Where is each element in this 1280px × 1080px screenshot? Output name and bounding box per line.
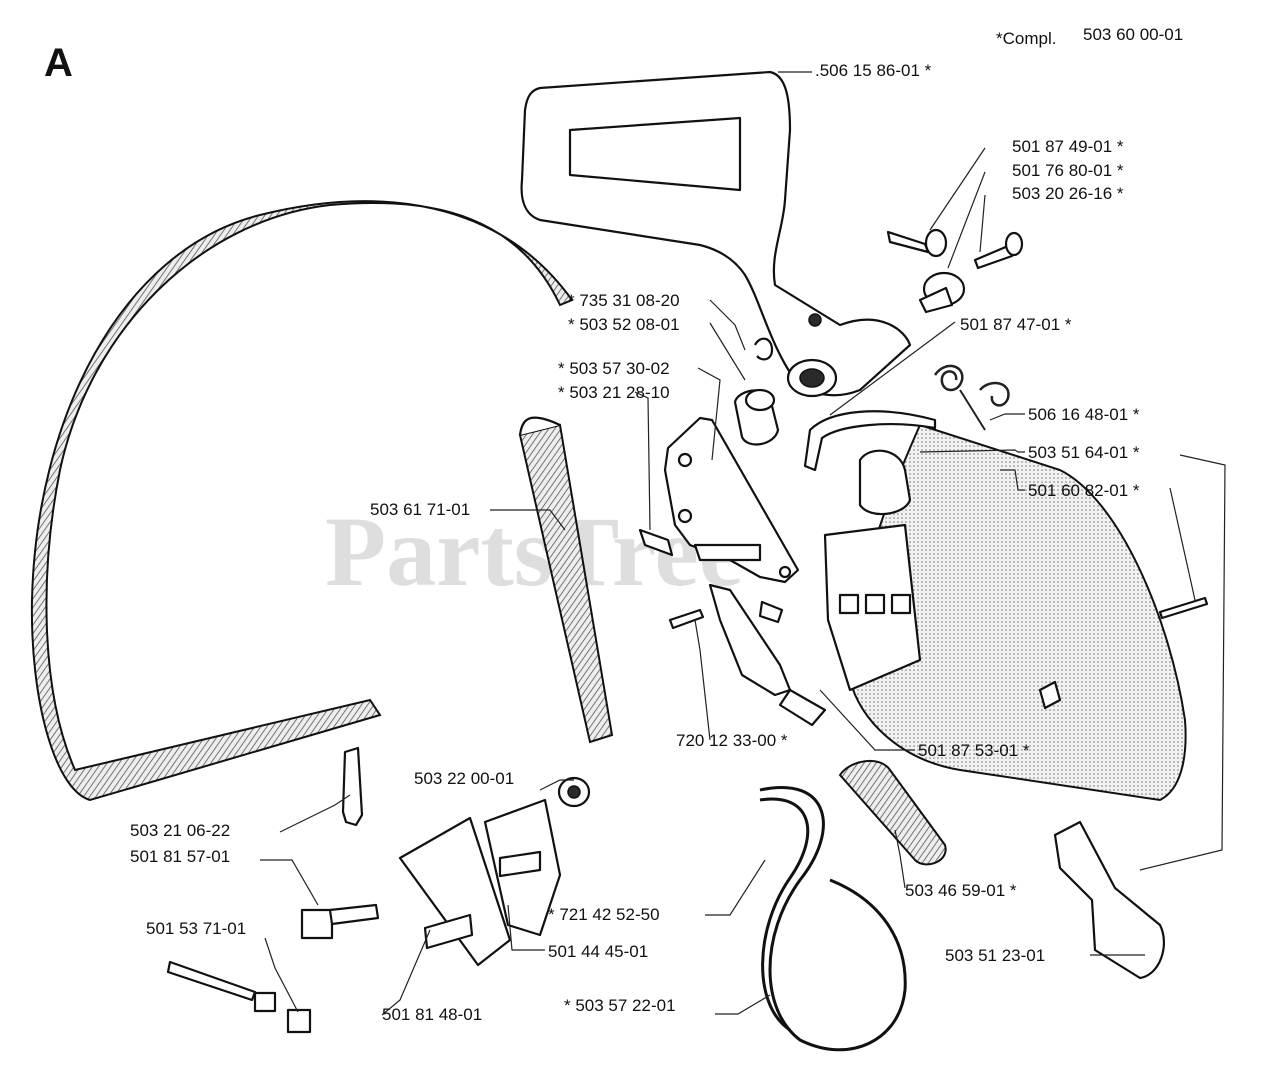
label-brake-band: * 503 57 22-01 (564, 996, 676, 1015)
knob-circlip (733, 337, 780, 446)
complete-assembly-number: 503 60 00-01 (1083, 25, 1183, 44)
pin-b-shape (668, 608, 705, 630)
label-bolt-a: 501 87 49-01 * (1012, 137, 1124, 156)
spring-b-shape (838, 759, 947, 866)
brake-housing (823, 423, 1187, 802)
tensioner-shape (300, 903, 380, 940)
label-plate: * 503 57 30-02 (558, 359, 670, 378)
label-circlip: * 735 31 08-20 (568, 291, 680, 310)
front-handle-bar (30, 200, 614, 802)
label-brake-cover: 503 51 64-01 * (1028, 443, 1140, 462)
label-spring-a: 506 16 48-01 * (1028, 405, 1140, 424)
screw-c-shape (341, 746, 364, 827)
section-letter: A (44, 41, 73, 85)
label-knob: * 503 52 08-01 (568, 315, 680, 334)
plate (663, 416, 800, 584)
label-bar-plate-mid: 501 44 45-01 (548, 942, 648, 961)
label-screw-b: * 503 21 28-10 (558, 383, 670, 402)
label-bar-plate-outer: 501 81 48-01 (382, 1005, 482, 1024)
spring-a-shape (933, 364, 1010, 431)
label-rear-handle: .506 15 86-01 * (815, 61, 932, 80)
label-pin-b: 720 12 33-00 * (676, 731, 788, 750)
label-bushing-a: 501 76 80-01 * (1012, 161, 1124, 180)
label-lever: 501 87 53-01 * (918, 741, 1030, 760)
label-pin-a: 501 60 82-01 * (1028, 481, 1140, 500)
brake-band-shape (759, 786, 907, 1052)
pin-a-shape (1158, 596, 1209, 620)
brake-link-shape (803, 410, 937, 472)
bar-plates-shape (398, 798, 562, 967)
label-front-handle: 503 61 71-01 (370, 500, 470, 519)
adjuster-shape (166, 960, 312, 1034)
lever (708, 583, 827, 727)
label-brake-link: 501 87 47-01 * (960, 315, 1072, 334)
rear-handle (520, 70, 912, 398)
label-bar-plate-inner: * 721 42 52-50 (548, 905, 660, 924)
label-spring-b: 503 46 59-01 * (905, 881, 1017, 900)
label-tensioner: 501 81 57-01 (130, 847, 230, 866)
part-labels: .506 15 86-01 * 501 87 49-01 * 501 76 80… (130, 61, 1140, 1024)
screw-b-shape (638, 528, 674, 557)
label-nut: 503 22 00-01 (414, 769, 514, 788)
label-adjuster: 501 53 71-01 (146, 919, 246, 938)
complete-assembly-prefix: *Compl. (996, 29, 1056, 48)
bolt-hardware (886, 228, 1024, 314)
label-spring-c: 503 51 23-01 (945, 946, 1045, 965)
label-screw-a: 503 20 26-16 * (1012, 184, 1124, 203)
spring-c-shape (1053, 820, 1165, 980)
label-screw-c: 503 21 06-22 (130, 821, 230, 840)
nut-shape (557, 776, 591, 808)
leader-lines (260, 71, 1226, 1016)
